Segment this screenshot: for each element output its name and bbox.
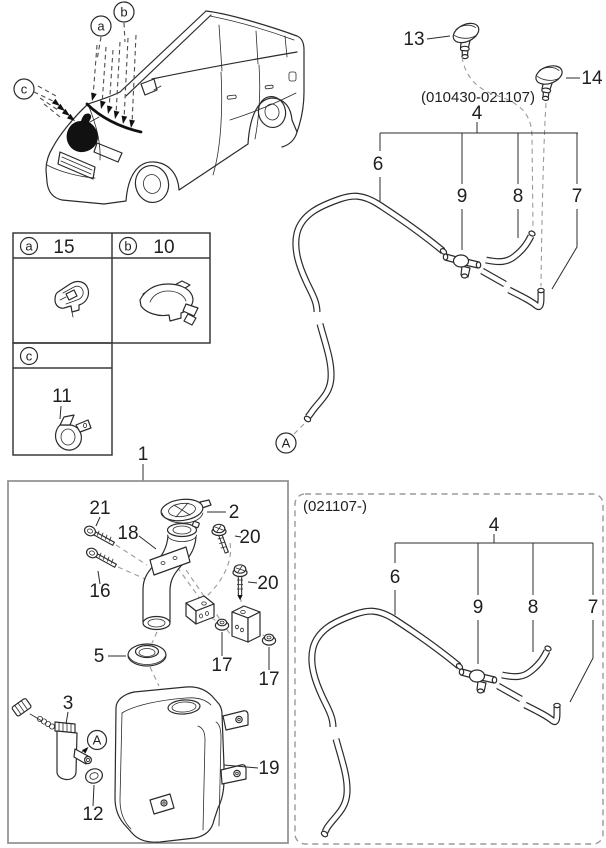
part-label-5: 5 — [94, 646, 105, 667]
table-callout-c: c — [26, 349, 33, 364]
callout-dashed-leaders — [33, 22, 137, 125]
pump-3-drawing — [11, 698, 92, 781]
joint-9-late-drawing — [458, 668, 498, 694]
part-label-7-early: 7 — [572, 186, 583, 207]
part-label-20-upper: 20 — [239, 527, 260, 548]
callout-a-label: a — [97, 19, 105, 34]
packing-5-drawing — [127, 643, 167, 667]
part-label-16: 16 — [89, 581, 110, 602]
screw-20-lower-drawing — [232, 564, 248, 600]
part-label-15: 15 — [53, 237, 74, 258]
part-label-8-early: 8 — [513, 186, 524, 207]
bolt-21-drawing — [83, 525, 116, 547]
branch-hose-8-drawing — [485, 230, 536, 266]
part-label-4-early: 4 — [472, 103, 483, 124]
part-label-7-late: 7 — [588, 597, 599, 618]
reservoir-box — [7, 480, 289, 844]
range-code-late: (021107-) — [303, 498, 367, 515]
bracket-small-drawing — [185, 595, 215, 625]
clip-10-drawing — [139, 280, 199, 326]
view-ref-a-early-circle — [275, 432, 297, 454]
joint-9-drawing — [442, 253, 482, 279]
branch-hose-8-late-drawing — [501, 645, 552, 681]
reservoir-location-blob — [66, 113, 98, 153]
clip-11-drawing — [54, 414, 92, 451]
callout-c-circle — [13, 78, 35, 100]
part-label-6-early: 6 — [373, 154, 384, 175]
part-label-21: 21 — [89, 498, 110, 519]
part-label-1: 1 — [138, 444, 149, 465]
part-label-17-right: 17 — [258, 669, 279, 690]
side-mirror — [140, 78, 158, 96]
part-label-6-late: 6 — [390, 567, 401, 588]
bolt-16-drawing — [85, 547, 118, 569]
grommet-12-drawing — [85, 768, 103, 784]
part-label-13: 13 — [403, 29, 424, 50]
part-label-18: 18 — [117, 523, 138, 544]
late-version-box — [294, 493, 604, 845]
washer-hose-6-drawing — [292, 192, 448, 423]
view-ref-a-early: A — [282, 436, 291, 451]
clip-table: a 15 b 10 c 11 — [12, 232, 211, 456]
part-label-11: 11 — [52, 386, 72, 407]
nut-17-right-drawing — [261, 633, 277, 646]
callout-b-circle — [113, 1, 135, 23]
rear-hose-7-late-drawing — [496, 682, 561, 726]
table-callout-a-circle — [19, 236, 39, 256]
tank-19-drawing — [114, 686, 249, 843]
part-label-2: 2 — [229, 502, 240, 523]
range-code-early: (010430-021107) — [421, 89, 535, 106]
part-label-9-late: 9 — [473, 597, 484, 618]
callout-b-label: b — [120, 5, 127, 20]
washer-hose-6-late-drawing — [308, 607, 464, 838]
hose-assembly-late: (021107-) 4 6 9 8 7 — [294, 493, 604, 845]
filler-neck-18-drawing — [142, 520, 200, 631]
table-callout-c-circle — [19, 346, 39, 366]
part-label-8-late: 8 — [528, 597, 539, 618]
cowl-line — [85, 102, 143, 134]
part-label-12: 12 — [82, 804, 103, 825]
van-illustration: a b c — [13, 1, 305, 205]
callout-c-label: c — [21, 82, 28, 97]
view-ref-a-box-circle — [86, 729, 108, 751]
screw-20-upper-drawing — [211, 523, 230, 554]
part-label-17-left: 17 — [211, 655, 232, 676]
rear-hose-7-drawing — [480, 267, 545, 311]
clip-table-bottom-box — [12, 342, 113, 456]
callout-a-circle — [90, 15, 112, 37]
reservoir-assembly: 1 2 — [7, 444, 289, 844]
table-callout-a: a — [25, 239, 33, 254]
part-label-14: 14 — [581, 68, 603, 89]
nut-17-left-drawing — [214, 618, 230, 631]
clip-15-drawing — [54, 280, 90, 318]
van-body-outline — [205, 10, 305, 148]
cap-2-drawing — [160, 498, 212, 524]
hood-arrows — [51, 98, 77, 124]
nozzle-14-drawing — [529, 59, 567, 103]
part-label-20-lower: 20 — [257, 573, 278, 594]
part-label-19: 19 — [258, 758, 279, 779]
bracket-large-drawing — [231, 605, 261, 643]
part-label-10: 10 — [153, 237, 174, 258]
hose-assembly-early: 13 14 (010430-021107) 4 6 9 8 7 — [275, 18, 603, 454]
part-label-9-early: 9 — [457, 186, 468, 207]
view-ref-a-box: A — [93, 733, 102, 748]
table-callout-b-circle — [118, 236, 138, 256]
part-label-4-late: 4 — [489, 515, 500, 536]
front-wheel — [134, 164, 170, 204]
nozzle-13-drawing — [449, 18, 483, 60]
part-label-3: 3 — [63, 693, 74, 714]
table-callout-b: b — [124, 239, 131, 254]
